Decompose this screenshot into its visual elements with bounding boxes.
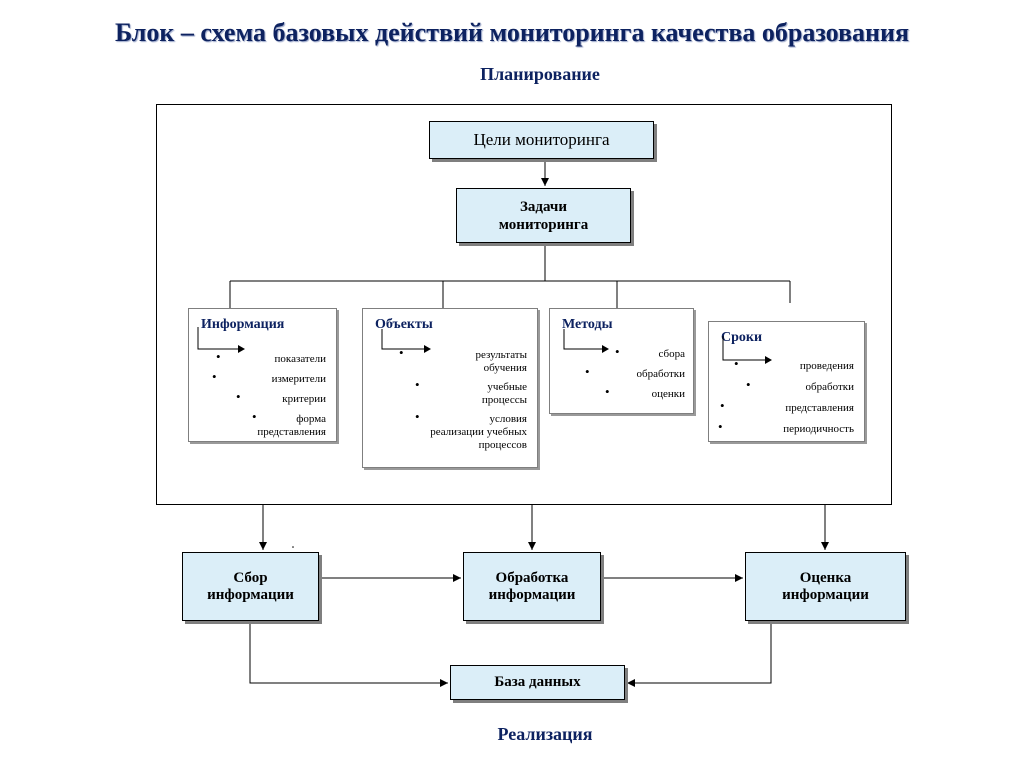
list-item: •периодичность <box>718 419 854 435</box>
list-item: •показатели <box>216 349 326 365</box>
database-box: База данных <box>450 665 625 700</box>
card-terms-items: •проведения •обработки •представления •п… <box>718 356 854 436</box>
list-item: •измерители <box>212 369 326 385</box>
process-line1: Обработка <box>495 569 569 586</box>
card-information: Информация •показатели •измерители •крит… <box>188 308 337 442</box>
database-label: База данных <box>494 674 581 690</box>
list-item: процессов <box>478 439 527 451</box>
collect-to-database-arrow <box>249 621 448 687</box>
list-item: •учебные <box>415 377 527 393</box>
list-item: •результаты <box>399 345 527 361</box>
evaluate-info-box: Оценка информации <box>745 552 906 621</box>
card-methods-title: Методы <box>562 317 613 332</box>
goals-label: Цели мониторинга <box>473 130 610 149</box>
card-methods: Методы •сбора •обработки •оценки <box>549 308 694 414</box>
list-item: •обработки <box>746 377 854 393</box>
list-item: обучения <box>483 362 527 374</box>
list-item: реализации учебных <box>430 426 527 438</box>
card-methods-arrow-icon <box>563 329 609 353</box>
list-item: процессы <box>481 394 527 406</box>
goals-box: Цели мониторинга <box>429 121 654 159</box>
card-objects-arrow-icon <box>381 329 431 353</box>
list-item: •оценки <box>605 384 685 400</box>
list-item: •обработки <box>585 364 685 380</box>
evaluate-line1: Оценка <box>799 569 852 586</box>
list-item: •представления <box>720 398 854 414</box>
list-item: •сбора <box>615 344 685 360</box>
list-item: •проведения <box>734 356 854 372</box>
list-item: •условия <box>415 409 527 425</box>
card-information-arrow-icon <box>197 327 245 353</box>
card-terms-title: Сроки <box>721 330 763 345</box>
card-terms: Сроки •проведения •обработки •представле… <box>708 321 865 442</box>
process-line2: информации <box>488 586 576 603</box>
card-objects-title: Объекты <box>375 317 433 332</box>
process-info-box: Обработка информации <box>463 552 601 621</box>
collect-line2: информации <box>207 586 294 603</box>
planning-label: Планирование <box>480 64 600 84</box>
card-objects: Объекты •результаты обучения •учебные пр… <box>362 308 538 468</box>
implementation-label: Реализация <box>497 724 593 744</box>
card-information-items: •показатели •измерители •критерии •форма… <box>212 349 326 439</box>
page-title: Блок – схема базовых действий мониторинг… <box>114 18 910 47</box>
card-methods-items: •сбора •обработки •оценки <box>585 344 685 401</box>
tasks-label-line1: Задачи <box>519 198 567 215</box>
collect-info-box: Сбор информации <box>182 552 319 621</box>
card-terms-arrow-icon <box>722 336 772 364</box>
evaluate-to-database-arrow <box>627 621 772 687</box>
card-information-title: Информация <box>201 317 285 332</box>
list-item: •критерии <box>236 389 326 405</box>
tasks-box: Задачи мониторинга <box>456 188 631 243</box>
collect-line1: Сбор <box>233 569 268 586</box>
card-objects-items: •результаты обучения •учебные процессы •… <box>387 345 527 452</box>
list-item: представления <box>257 426 326 438</box>
evaluate-line2: информации <box>782 586 869 603</box>
tasks-label-line2: мониторинга <box>498 216 589 233</box>
list-item: •форма <box>252 409 326 425</box>
